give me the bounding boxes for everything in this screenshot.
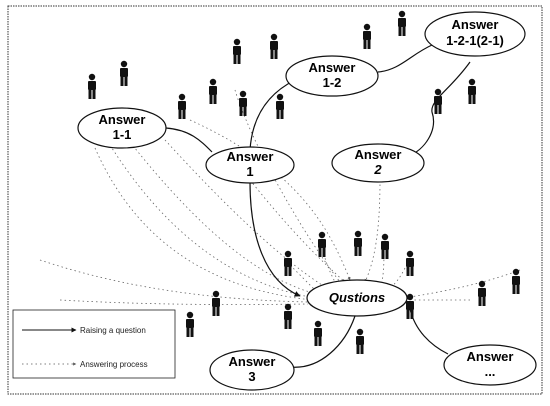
legend-answering-label: Answering process — [80, 360, 148, 369]
person-icon — [212, 290, 220, 316]
node-answer-1-1: Answer 1-1 — [77, 107, 167, 149]
node-answer-1-2-number: 1-2 — [323, 75, 342, 90]
legend-raising-label: Raising a question — [80, 326, 146, 335]
person-icon — [478, 280, 486, 306]
person-icon — [434, 88, 442, 114]
node-answer-1-title: Answer — [227, 149, 274, 164]
person-icon — [209, 78, 217, 104]
person-icon — [314, 320, 322, 346]
person-icon — [270, 33, 278, 59]
node-answer-2-number: 2 — [373, 162, 382, 177]
person-icon — [178, 93, 186, 119]
node-answer-more-number: ... — [485, 364, 496, 379]
person-icon — [186, 311, 194, 337]
person-icon — [318, 231, 326, 257]
person-icon — [512, 268, 520, 294]
person-icon — [354, 230, 362, 256]
person-icon — [233, 38, 241, 64]
relation-lines — [165, 44, 471, 368]
node-answer-more-title: Answer — [467, 349, 514, 364]
person-icon — [88, 73, 96, 99]
node-answer-1-number: 1 — [246, 164, 253, 179]
person-icon — [406, 250, 414, 276]
node-answer-3-title: Answer — [229, 354, 276, 369]
node-answer-1-1-number: 1-1 — [113, 127, 132, 142]
person-icon — [276, 93, 284, 119]
person-icon — [284, 250, 292, 276]
node-question-title: Qustions — [329, 290, 385, 305]
person-icon — [356, 328, 364, 354]
person-icon — [120, 60, 128, 86]
node-answer-more: Answer ... — [443, 344, 537, 386]
node-answer-1: Answer 1 — [205, 146, 295, 184]
node-answer-3: Answer 3 — [209, 349, 295, 391]
node-answer-2: Answer 2 — [331, 143, 425, 183]
node-answer-1-2-title: Answer — [309, 60, 356, 75]
person-icon — [381, 233, 389, 259]
node-answer-1-2-1-number: 1-2-1(2-1) — [446, 33, 504, 48]
node-answer-1-1-title: Answer — [99, 112, 146, 127]
person-icon — [398, 10, 406, 37]
node-answer-1-2-1: Answer 1-2-1(2-1) — [424, 11, 526, 57]
legend: Raising a question Answering process — [12, 309, 176, 379]
node-question: Qustions — [306, 279, 408, 317]
node-answer-1-2: Answer 1-2 — [285, 55, 379, 97]
person-icon — [468, 78, 476, 104]
answering-process-lines — [39, 89, 521, 305]
diagram-border — [7, 5, 543, 395]
node-answer-2-title: Answer — [355, 147, 402, 162]
person-icon — [284, 303, 292, 329]
person-icon — [363, 23, 371, 49]
node-answer-1-2-1-title: Answer — [452, 17, 499, 32]
node-answer-3-number: 3 — [248, 369, 255, 384]
